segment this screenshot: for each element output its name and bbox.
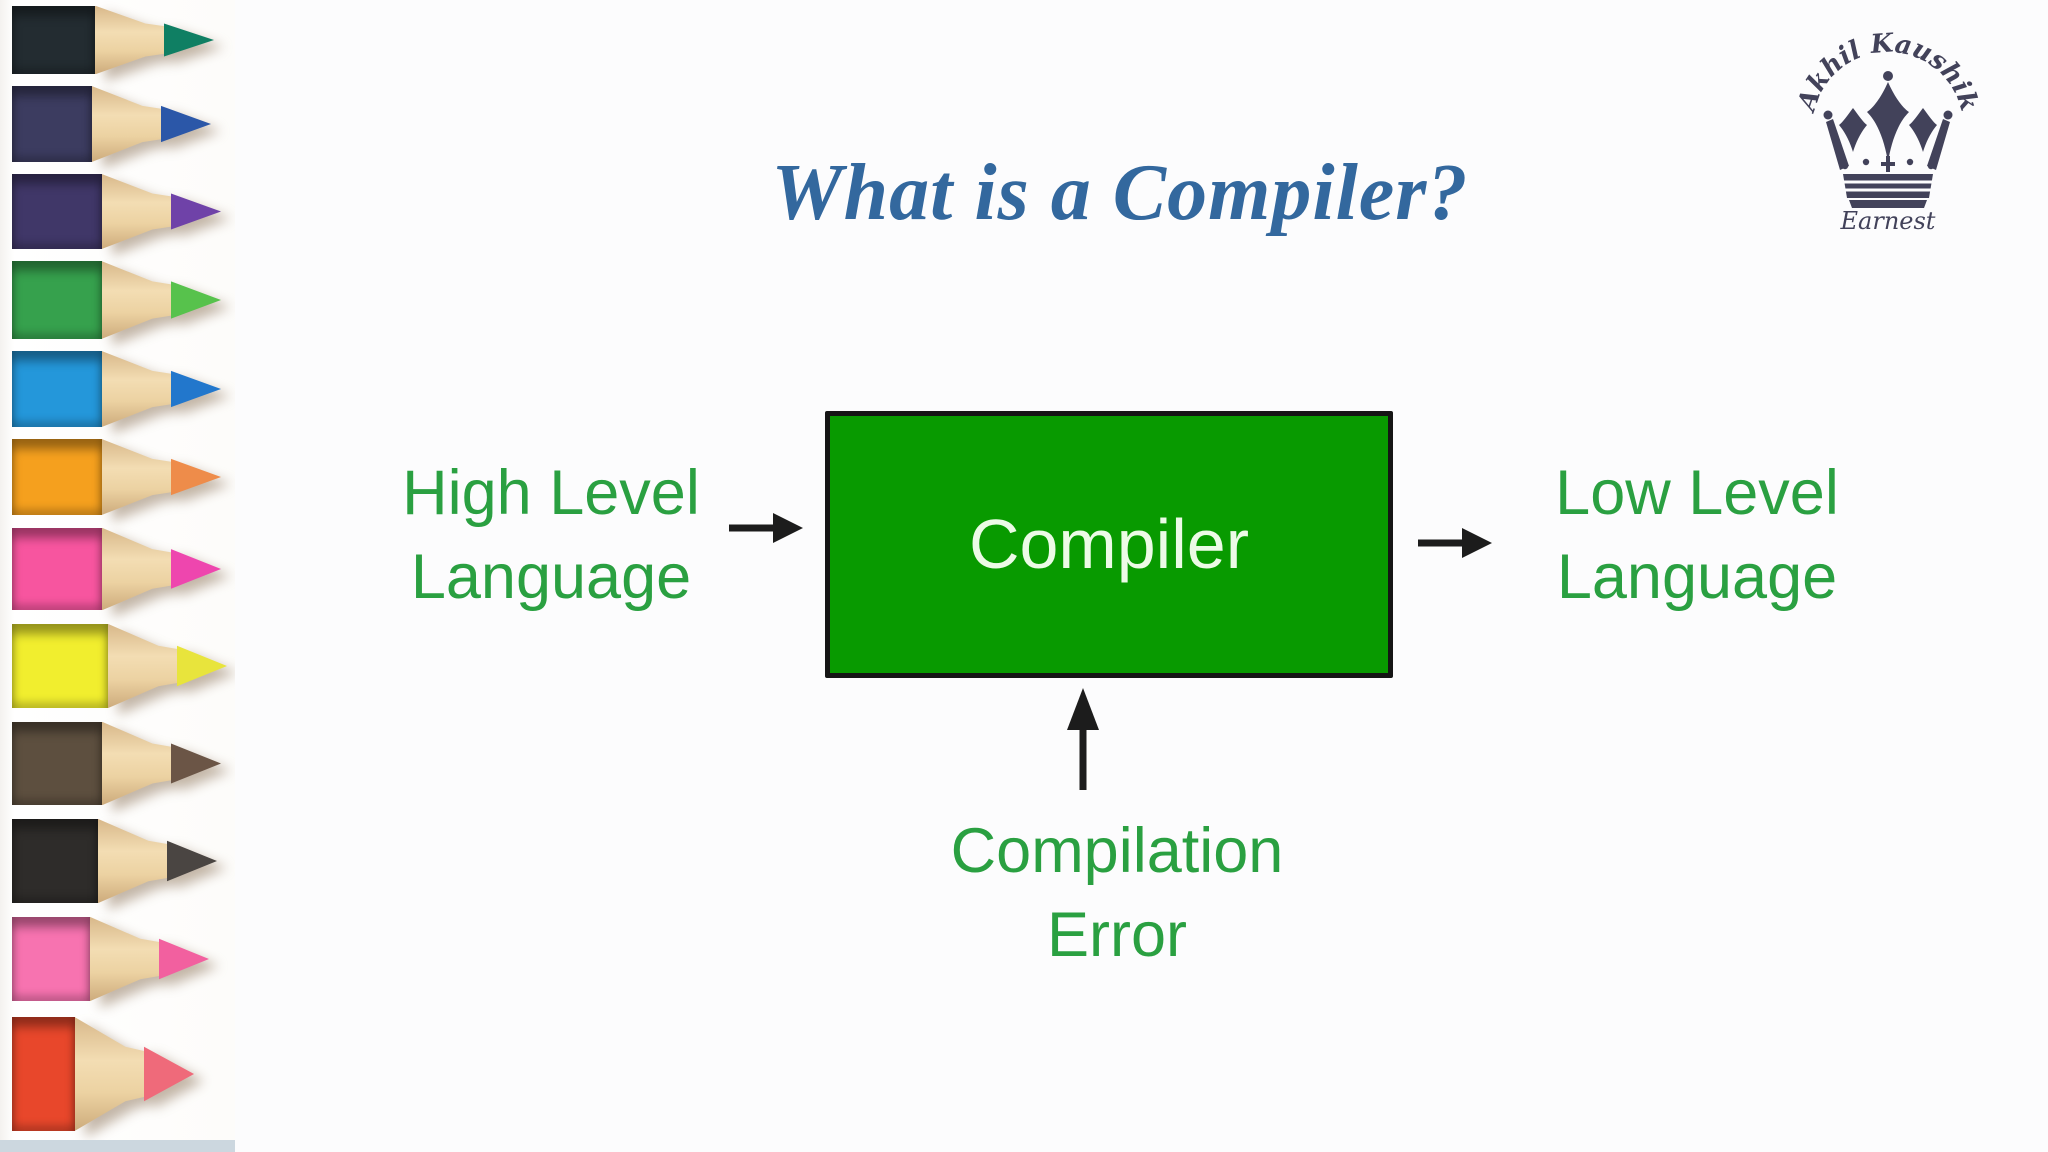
pencil-pink-tip [159, 938, 209, 980]
pencil-yellow-point [108, 623, 227, 709]
pencil-black-wood [98, 818, 168, 904]
pencil-blue-body [12, 351, 102, 427]
pencil-brown [0, 715, 235, 812]
low-level-language-label: Low Level Language [1507, 452, 1887, 620]
pencil-strip [0, 0, 235, 1152]
pencil-black-body [12, 818, 98, 904]
pencil-teal-tip [164, 23, 214, 57]
arrow-up-icon [1067, 688, 1099, 790]
pencil-green-wood [102, 261, 172, 339]
compiler-box-label: Compiler [968, 504, 1250, 583]
pencil-teal-body [12, 5, 95, 75]
pencil-red [0, 1008, 235, 1140]
compiler-box: Compiler [825, 411, 1393, 678]
pencil-pink-body [12, 916, 90, 1002]
pencil-purple-wood [102, 174, 172, 249]
pencil-teal-point [95, 5, 214, 75]
pencil-navy-body [12, 86, 92, 162]
pencil-navy [0, 80, 235, 168]
pencil-orange-point [102, 439, 221, 515]
logo: Akhil Kaushik [1783, 28, 1993, 235]
pencil-red-point [75, 1017, 194, 1131]
compilation-error-label: Compilation Error [932, 810, 1302, 978]
pencil-green [0, 255, 235, 345]
pencil-magenta-tip [171, 549, 221, 589]
pencil-red-body [12, 1017, 75, 1131]
pencil-teal-wood [95, 5, 165, 75]
pencil-yellow-wood [108, 623, 178, 709]
low-level-language-line1: Low Level [1555, 458, 1839, 528]
pencil-yellow-body [12, 623, 108, 709]
pencil-brown-body [12, 721, 102, 806]
pencil-black-tip [167, 840, 217, 882]
pencil-navy-wood [92, 86, 162, 162]
pencil-purple [0, 168, 235, 255]
pencil-green-tip [171, 281, 221, 319]
pencil-purple-tip [171, 193, 221, 230]
crown-icon [1823, 71, 1953, 208]
pencil-brown-tip [171, 743, 221, 784]
compilation-error-line1: Compilation [950, 816, 1284, 886]
high-level-language-line2: Language [410, 541, 692, 612]
pencil-orange-body [12, 439, 102, 515]
high-level-language-line1: High Level [402, 458, 700, 528]
pencil-pink-point [90, 916, 209, 1002]
compilation-error-line2: Error [1047, 899, 1187, 970]
pencil-brown-wood [102, 721, 172, 806]
pencil-blue-tip [171, 370, 221, 408]
pencil-strip-bottom-bar [0, 1140, 235, 1152]
pencil-orange-wood [102, 439, 172, 515]
pencil-orange-tip [171, 458, 221, 496]
pencil-magenta-wood [102, 527, 172, 611]
pencil-navy-tip [161, 105, 211, 143]
pencil-orange [0, 433, 235, 521]
pencil-blue-point [102, 351, 221, 427]
compiler-diagram: High Level Language Compiler Low Level L… [235, 0, 2048, 1152]
arrow-right-input-icon [729, 513, 803, 543]
pencil-magenta-body [12, 527, 102, 611]
pencil-green-body [12, 261, 102, 339]
page-title: What is a Compiler? [771, 149, 1469, 237]
pencil-pink-wood [90, 916, 160, 1002]
low-level-language-line2: Language [1556, 541, 1838, 612]
pencil-navy-point [92, 86, 211, 162]
high-level-language-label: High Level Language [377, 452, 725, 620]
logo-tagline: Earnest [1840, 207, 1936, 235]
pencil-red-tip [144, 1046, 194, 1102]
pencil-magenta [0, 521, 235, 617]
pencil-green-point [102, 261, 221, 339]
pencil-purple-point [102, 174, 221, 249]
pencil-black [0, 812, 235, 910]
pencil-blue-wood [102, 351, 172, 427]
pencil-brown-point [102, 721, 221, 806]
pencil-magenta-point [102, 527, 221, 611]
pencil-pink [0, 910, 235, 1008]
pencil-blue [0, 345, 235, 433]
pencil-yellow [0, 617, 235, 715]
pencil-black-point [98, 818, 217, 904]
slide-canvas: What is a Compiler? Akhil Kaushik [235, 0, 2048, 1152]
pencil-red-wood [75, 1017, 145, 1131]
pencil-purple-body [12, 174, 102, 249]
pencil-yellow-tip [177, 645, 227, 687]
arrow-right-output-icon [1418, 528, 1492, 558]
pencil-teal [0, 0, 235, 80]
crown-logo: Akhil Kaushik [1791, 28, 1984, 235]
